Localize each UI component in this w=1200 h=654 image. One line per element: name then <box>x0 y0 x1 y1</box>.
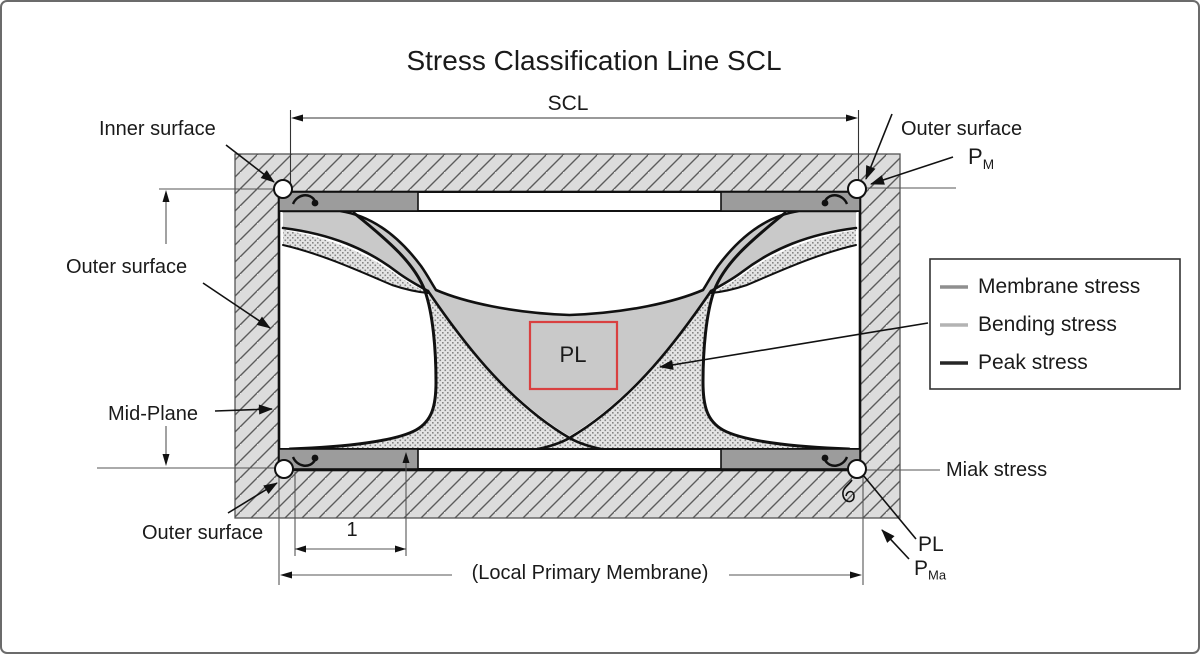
corner-node-top-right <box>847 179 867 199</box>
pma-base: P <box>914 557 929 580</box>
outer-surface-bottom-label: Outer surface <box>142 522 264 544</box>
membrane-stress-region <box>283 211 856 436</box>
scl-dimension <box>289 110 860 188</box>
corner-node-bottom-left <box>274 459 294 479</box>
legend-label-peak: Peak stress <box>978 351 1088 374</box>
inner-surface-label: Inner surface <box>99 118 216 140</box>
leader-arrows <box>202 113 954 560</box>
pm-subscript: M <box>982 156 995 172</box>
dimension-one <box>294 452 410 556</box>
peak-stress-texture <box>283 230 856 450</box>
pma-label: PMa <box>914 557 946 583</box>
pm-base: P <box>968 144 983 169</box>
page-title: Stress Classification Line SCL <box>406 45 782 76</box>
legend-label-bending: Bending stress <box>978 313 1117 336</box>
stress-curves <box>281 209 858 452</box>
pma-subscript: Ma <box>928 567 947 583</box>
corner-node-bottom-right <box>847 459 867 479</box>
pl-center-label: PL <box>559 342 587 367</box>
top-plate <box>278 191 861 212</box>
scl-dimension-label: SCL <box>547 92 589 115</box>
local-primary-membrane-dimension <box>278 472 864 585</box>
corner-node-top-left <box>273 179 293 199</box>
left-thickness-dimension <box>97 187 956 471</box>
legend-label-membrane: Membrane stress <box>978 275 1141 298</box>
outer-surface-top-right-label: Outer surface <box>901 118 1023 140</box>
pm-label: PM <box>968 144 995 172</box>
squiggle-mark <box>842 479 855 503</box>
bottom-plate <box>278 448 861 470</box>
miak-stress-label: Miak stress <box>946 459 1048 481</box>
corner-nodes <box>273 179 867 479</box>
mid-plane-label: Mid-Plane <box>108 403 199 425</box>
legend-box <box>929 258 1181 390</box>
pl-bottom-label: PL <box>918 533 944 556</box>
corner-curl-marks <box>291 194 855 503</box>
outer-surface-left-label: Outer surface <box>66 256 188 278</box>
dimension-one-label: 1 <box>346 519 358 541</box>
local-primary-membrane-label: (Local Primary Membrane) <box>471 562 709 584</box>
pl-highlight-box <box>528 320 619 391</box>
